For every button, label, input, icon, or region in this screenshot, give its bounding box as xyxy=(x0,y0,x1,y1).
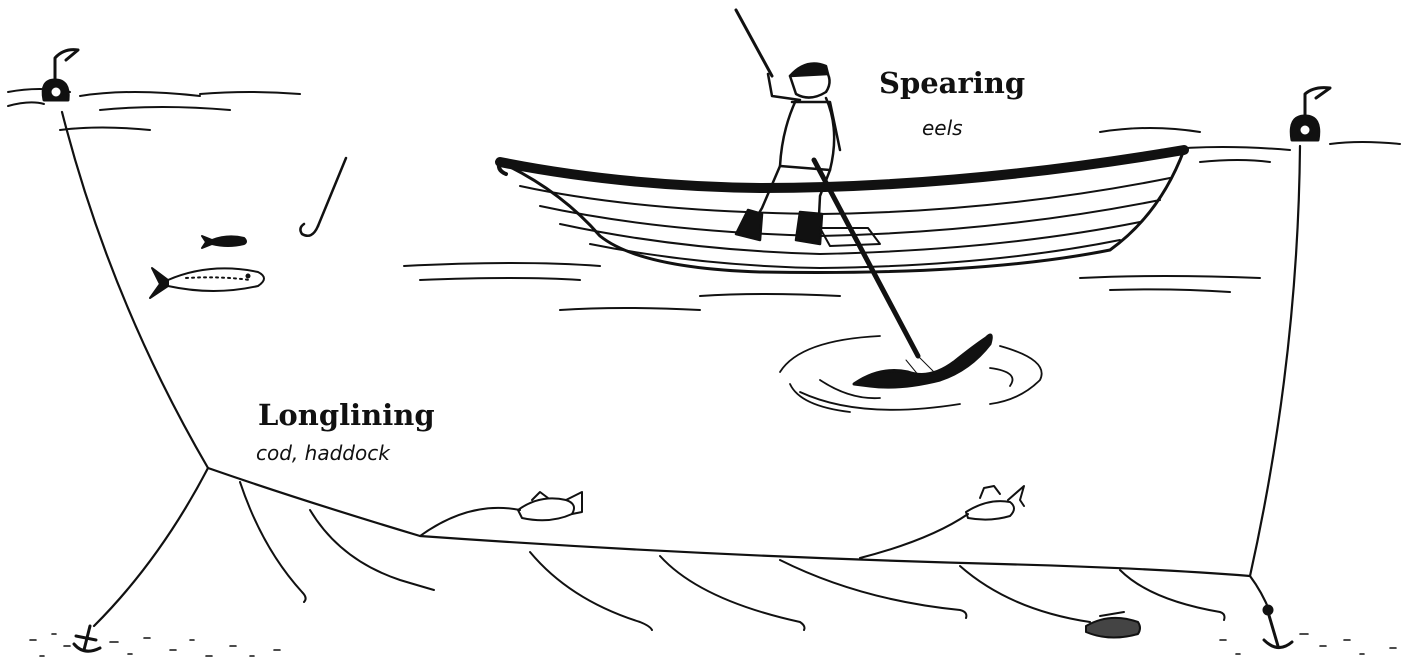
sea-floor xyxy=(30,634,1396,656)
anchor-icon xyxy=(74,626,100,651)
fish-icon xyxy=(966,486,1024,520)
buoy-icon xyxy=(43,50,78,100)
fish-icon xyxy=(1086,612,1140,638)
spearing-title: Spearing xyxy=(879,66,1025,100)
spearing-subtitle: eels xyxy=(922,116,963,140)
buoy-line-right xyxy=(1250,146,1300,576)
anchor-line-left xyxy=(94,468,208,626)
longline-snoods xyxy=(240,482,1225,630)
main-longline xyxy=(208,468,1250,576)
fish-icon xyxy=(518,492,582,520)
longlining-subtitle: cod, haddock xyxy=(256,441,390,465)
longlining-title: Longlining xyxy=(258,398,435,432)
fish-icon xyxy=(150,268,264,298)
buoy-icon xyxy=(1291,88,1330,140)
anchor-icon xyxy=(1264,606,1292,648)
fish-icon xyxy=(202,236,246,248)
hook-icon xyxy=(300,158,346,236)
